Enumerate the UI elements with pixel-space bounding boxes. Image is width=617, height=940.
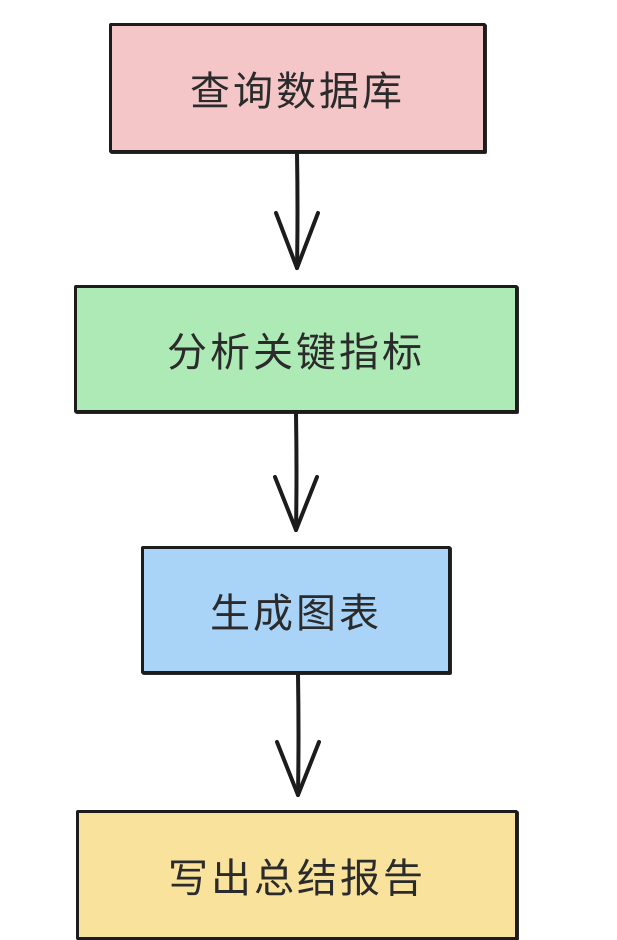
flow-step-analyze-metrics: 分析关键指标 bbox=[74, 285, 518, 413]
flow-step-write-report: 写出总结报告 bbox=[76, 810, 518, 940]
flow-step-label: 查询数据库 bbox=[190, 69, 405, 115]
arrow-down-icon bbox=[274, 152, 320, 270]
flow-step-generate-charts: 生成图表 bbox=[141, 546, 451, 674]
arrow-down-icon bbox=[275, 673, 321, 797]
flow-step-label: 写出总结报告 bbox=[168, 856, 426, 902]
flow-step-query-database: 查询数据库 bbox=[109, 23, 486, 153]
flow-step-label: 分析关键指标 bbox=[167, 330, 425, 376]
flow-step-label: 生成图表 bbox=[210, 591, 382, 637]
arrow-down-icon bbox=[273, 412, 319, 532]
